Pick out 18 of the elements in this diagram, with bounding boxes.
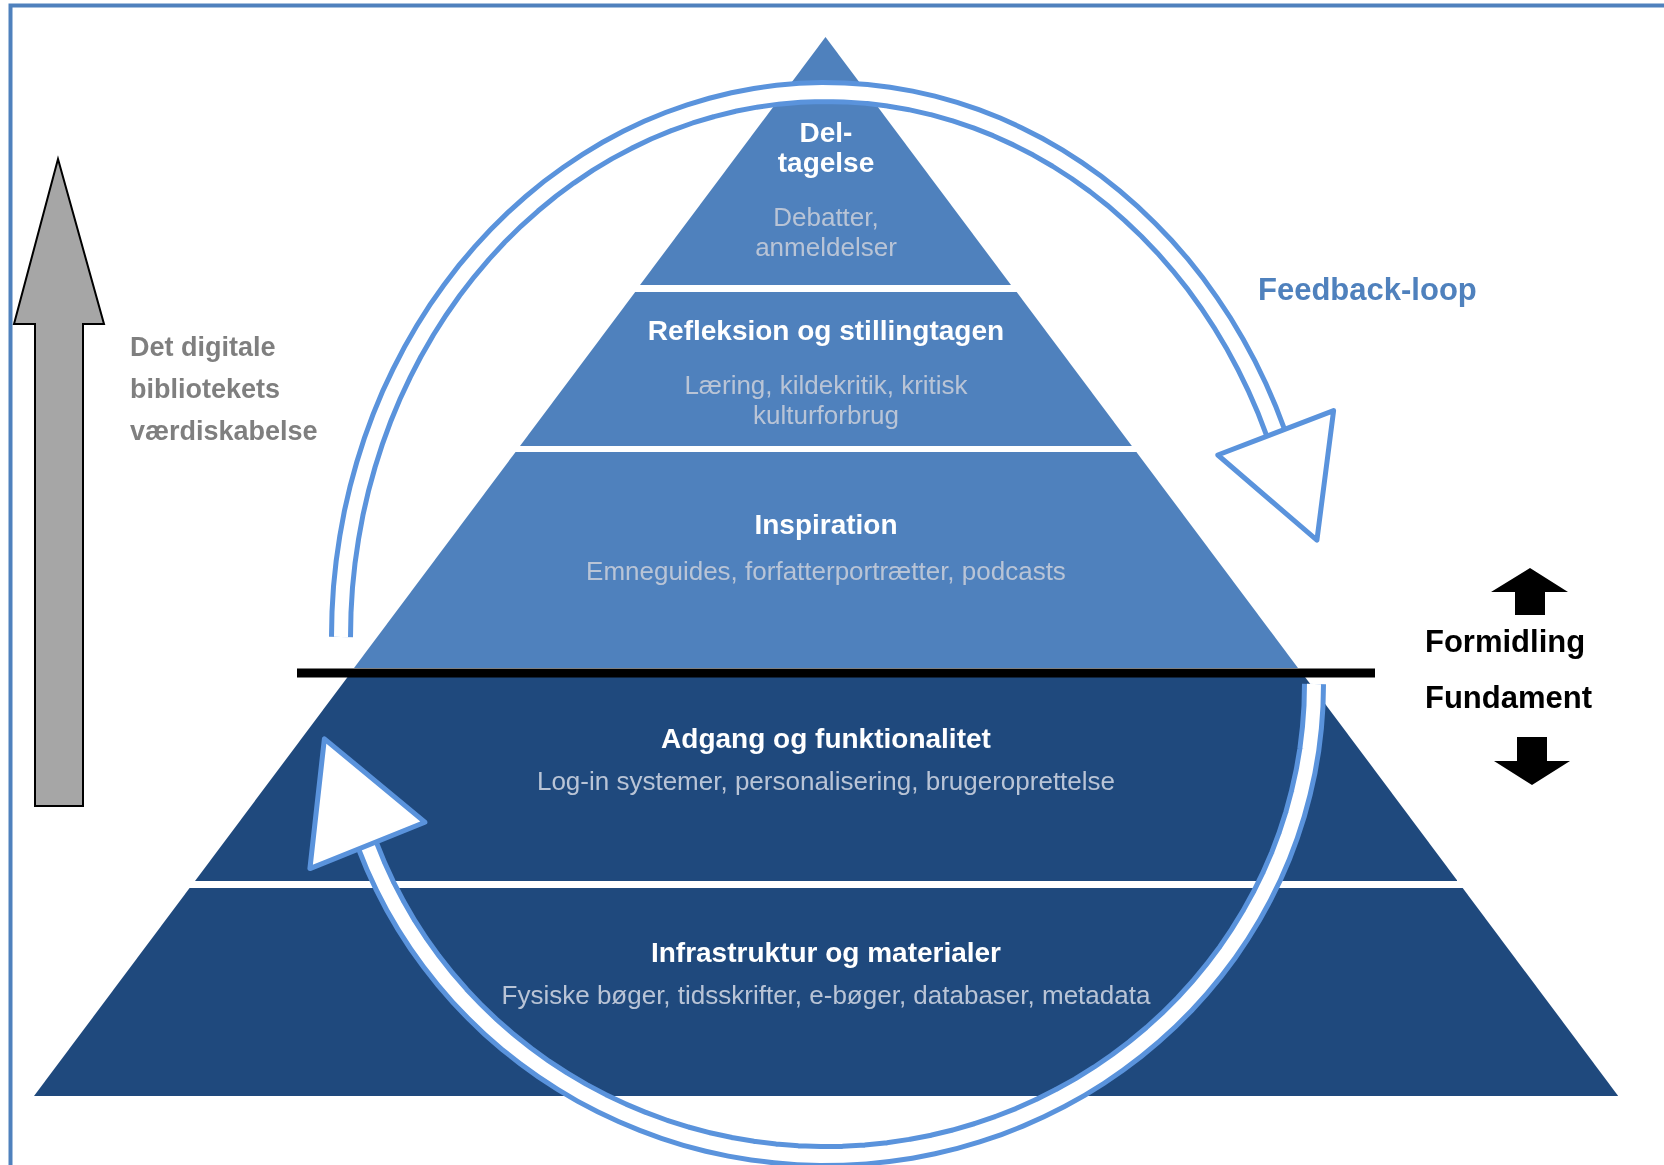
tier-heading: Del- tagelse [776, 118, 876, 178]
section-label: Formidling [1425, 624, 1586, 660]
tier-heading: Refleksion og stillingtagen [647, 316, 1005, 346]
tier-heading: Inspiration [754, 510, 898, 540]
tier-heading: Infrastruktur og materialer [650, 938, 1002, 968]
tier-heading: Adgang og funktionalitet [661, 724, 991, 754]
tier-description: Læring, kildekritik, kritisk kulturforbrug [683, 370, 969, 430]
tier-description: Debatter, anmeldelser [754, 202, 898, 262]
loop-label: Feedback-loop [1258, 272, 1477, 308]
pyramid-tier [354, 452, 1298, 668]
axis-label: Det digitale bibliotekets værdiskabelse [130, 331, 319, 448]
section-label: Fundament [1425, 680, 1593, 716]
tier-description: Fysiske bøger, tidsskrifter, e-bøger, databaser, metadata [501, 980, 1151, 1010]
tier-description: Log-in systemer, personalisering, brugeroprettelse [536, 766, 1116, 796]
pyramid-tier [33, 888, 1619, 1096]
pyramid-tier [520, 292, 1132, 446]
pyramid-tier [640, 37, 1012, 285]
tier-description: Emneguides, forfatterportrætter, podcasts [586, 556, 1066, 586]
